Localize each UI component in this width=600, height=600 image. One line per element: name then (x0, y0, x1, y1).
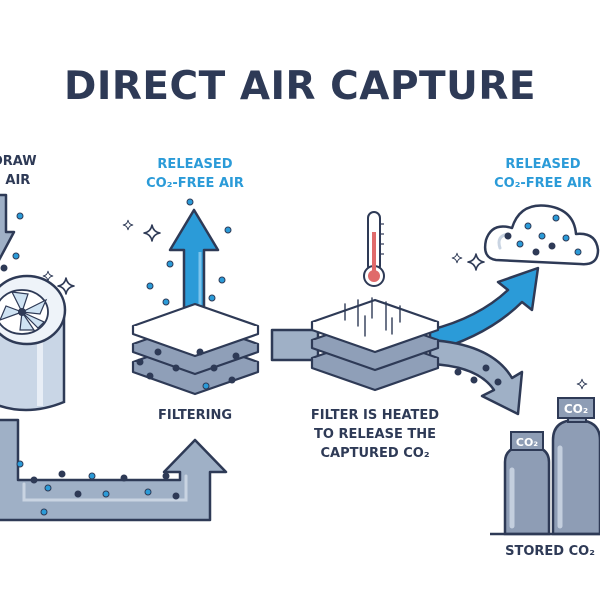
label-draw-air-line2: E AIR (0, 173, 31, 188)
label-released-air-1-line2: CO₂-FREE AIR (146, 176, 244, 191)
incoming-air-arrow (0, 193, 16, 261)
tank-small-label: CO₂ (516, 436, 538, 449)
sparkle-icon (576, 378, 588, 390)
label-released-air-1-line1: RELEASED (157, 157, 233, 172)
sparkle-icon (143, 224, 161, 242)
label-released-air-1: RELEASED CO₂-FREE AIR (120, 155, 270, 193)
sparkle-icon (451, 252, 463, 264)
heated-filter-icon (310, 297, 440, 392)
thermometer-icon (363, 211, 385, 287)
label-filtering: FILTERING (158, 408, 232, 423)
label-released-air-2: RELEASED CO₂-FREE AIR (468, 155, 600, 193)
label-released-air-2-line1: RELEASED (505, 157, 581, 172)
tank-large-label: CO₂ (564, 402, 588, 416)
label-filter-heated-line1: FILTER IS HEATED (310, 408, 440, 423)
label-filter-heated: FILTER IS HEATED TO RELEASE THE CAPTURED… (295, 406, 455, 463)
co2-tank-large-icon: CO₂ (551, 397, 600, 536)
label-stored-co2: STORED CO₂ (505, 544, 595, 559)
sparkle-icon (467, 253, 485, 271)
label-draw-air-line1: DRAW (0, 154, 37, 169)
label-filter-heated-line2: TO RELEASE THE (314, 427, 436, 442)
intake-pipe-arrow (0, 418, 228, 522)
filter-stack-icon (131, 302, 260, 396)
label-filter-heated-line3: CAPTURED CO₂ (320, 446, 430, 461)
sparkle-icon (122, 219, 134, 231)
fan-icon (0, 274, 67, 412)
released-air-arrow-cloud (428, 266, 540, 354)
label-draw-air: DRAW E AIR (0, 152, 52, 190)
page-title: DIRECT AIR CAPTURE (64, 64, 536, 109)
co2-tank-icon: CO₂ (503, 431, 551, 536)
co2-particles (0, 198, 582, 516)
co2-arrow-to-tanks (428, 338, 524, 416)
label-released-air-2-line2: CO₂-FREE AIR (494, 176, 592, 191)
